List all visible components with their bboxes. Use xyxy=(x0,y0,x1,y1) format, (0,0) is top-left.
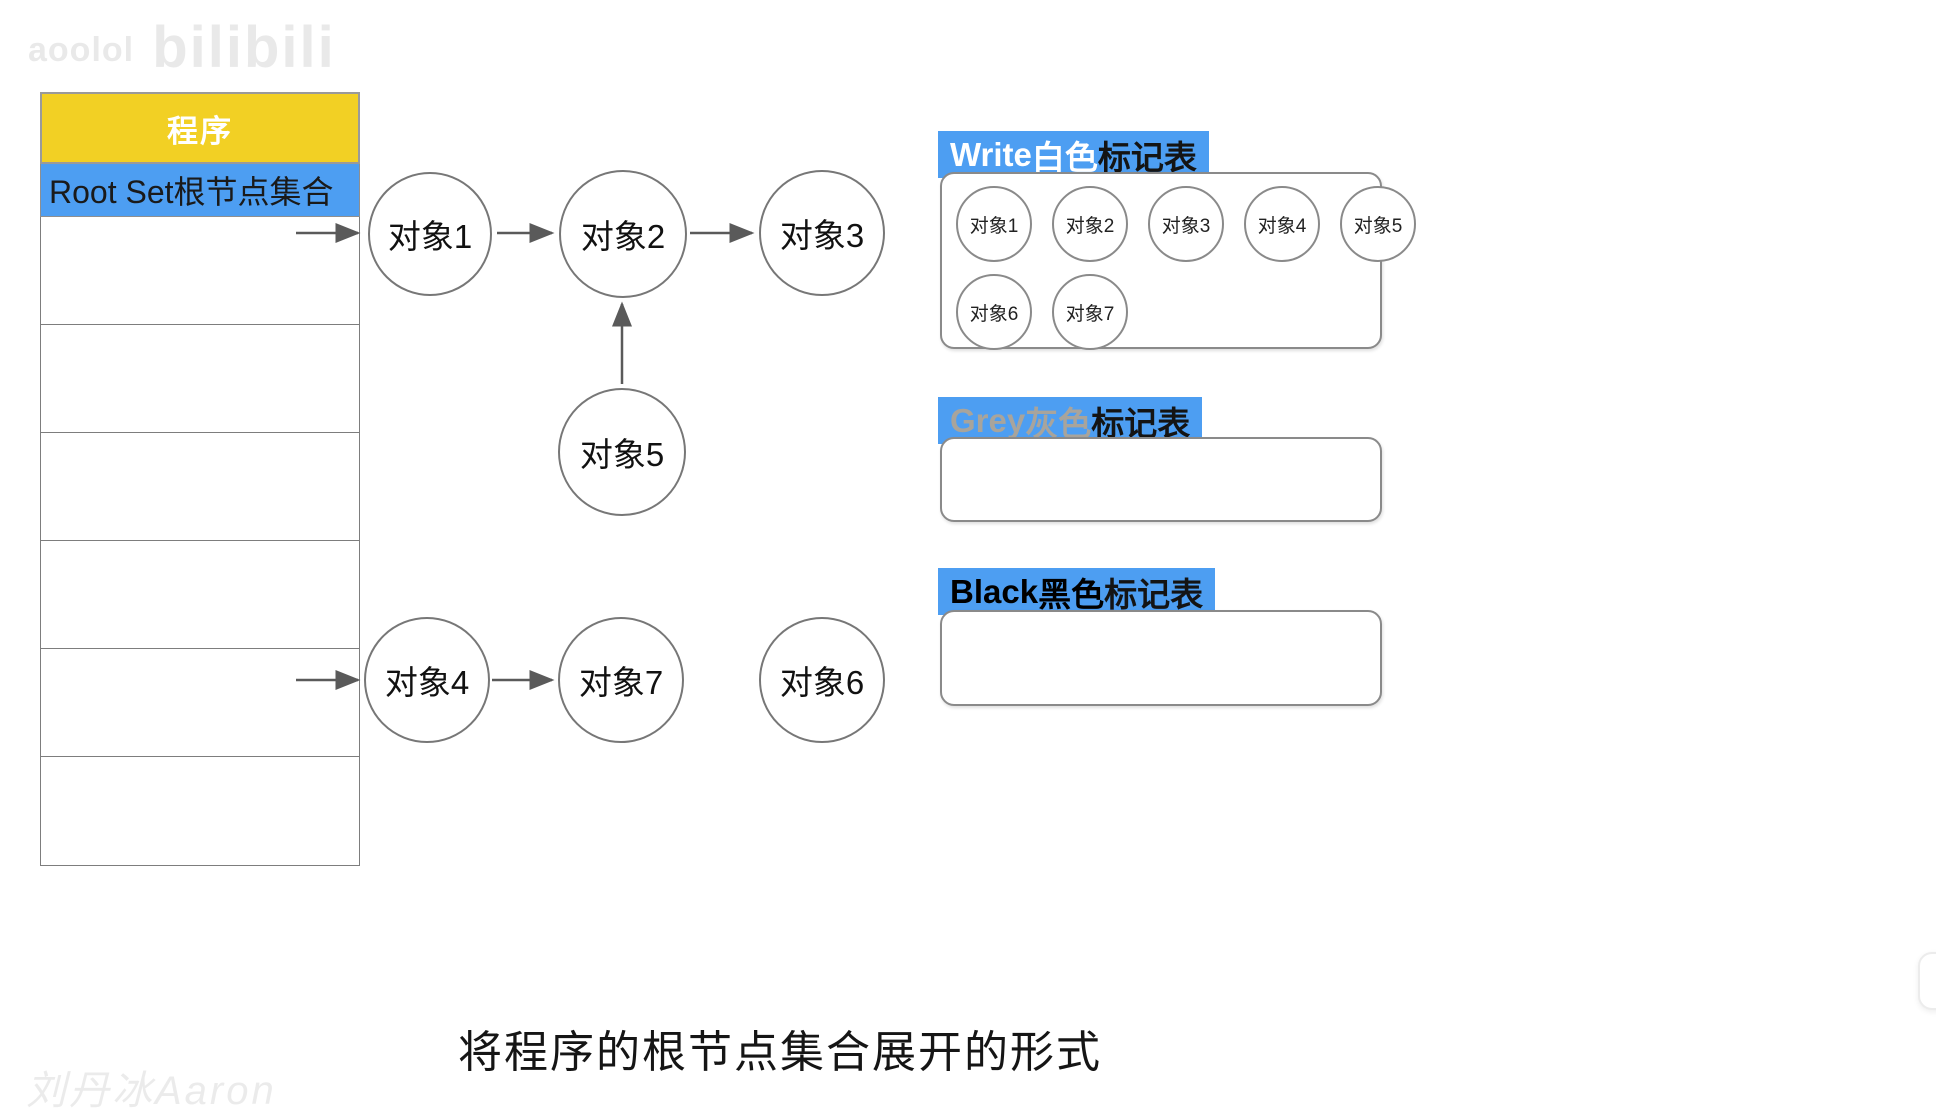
white-mark-table-cn-label: 标记表 xyxy=(1097,138,1197,176)
graph-node-obj6[interactable]: 对象6 xyxy=(759,617,885,743)
black-mark-table-en-label: Black xyxy=(950,572,1039,610)
white-mark-table-header: Write 白色标记表 xyxy=(938,131,1209,178)
root-set-row xyxy=(41,325,359,433)
bilibili-watermark: aoolol bilibili xyxy=(28,14,336,81)
black-mark-table-box xyxy=(940,610,1382,706)
white-mark-table-color-label: 白色 xyxy=(1031,138,1098,176)
mark-chip-obj7[interactable]: 对象7 xyxy=(1052,274,1128,350)
grey-mark-table-color-label: 灰色 xyxy=(1025,404,1092,442)
root-set-header: Root Set根节点集合 xyxy=(40,164,360,217)
diagram-caption: 将程序的根节点集合展开的形式 xyxy=(458,1028,1102,1077)
white-mark-table-en-label: Write xyxy=(950,135,1032,173)
black-mark-table-header: Black 黑色标记表 xyxy=(938,568,1216,615)
graph-node-obj3[interactable]: 对象3 xyxy=(759,170,885,296)
watermark-brand-text: bilibili xyxy=(152,15,336,80)
graph-node-obj2[interactable]: 对象2 xyxy=(559,170,687,298)
program-box: 程序 xyxy=(40,92,360,164)
black-mark-table-color-label: 黑色 xyxy=(1038,575,1105,613)
graph-node-obj1[interactable]: 对象1 xyxy=(368,172,492,296)
root-set-table: 程序 Root Set根节点集合 xyxy=(40,92,360,866)
mark-chip-obj1[interactable]: 对象1 xyxy=(956,186,1032,262)
mark-chip-obj4[interactable]: 对象4 xyxy=(1244,186,1320,262)
mark-chip-obj2[interactable]: 对象2 xyxy=(1052,186,1128,262)
graph-node-obj7[interactable]: 对象7 xyxy=(558,617,684,743)
watermark-user-text: aoolol xyxy=(28,31,135,69)
root-set-row xyxy=(41,649,359,757)
root-set-row xyxy=(41,433,359,541)
root-set-row xyxy=(41,541,359,649)
grey-mark-table-cn-label: 标记表 xyxy=(1091,404,1191,442)
mark-chip-obj6[interactable]: 对象6 xyxy=(956,274,1032,350)
root-set-row xyxy=(41,757,359,865)
mark-chip-obj5[interactable]: 对象5 xyxy=(1340,186,1416,262)
black-mark-table-cn-label: 标记表 xyxy=(1104,575,1204,613)
root-set-row-list xyxy=(40,217,360,866)
grey-mark-table-en-label: Grey xyxy=(950,401,1026,439)
graph-node-obj4[interactable]: 对象4 xyxy=(364,617,490,743)
root-set-row xyxy=(41,217,359,325)
grey-mark-table-box xyxy=(940,437,1382,522)
grey-mark-table-header: Grey 灰色标记表 xyxy=(938,397,1203,444)
graph-node-obj5[interactable]: 对象5 xyxy=(558,388,686,516)
white-mark-table-row: 对象1 对象2 对象3 对象4 对象5 xyxy=(956,186,1416,262)
mark-chip-obj3[interactable]: 对象3 xyxy=(1148,186,1224,262)
white-mark-table-row: 对象6 对象7 xyxy=(956,274,1128,350)
edge-panel-stub[interactable] xyxy=(1918,952,1936,1010)
